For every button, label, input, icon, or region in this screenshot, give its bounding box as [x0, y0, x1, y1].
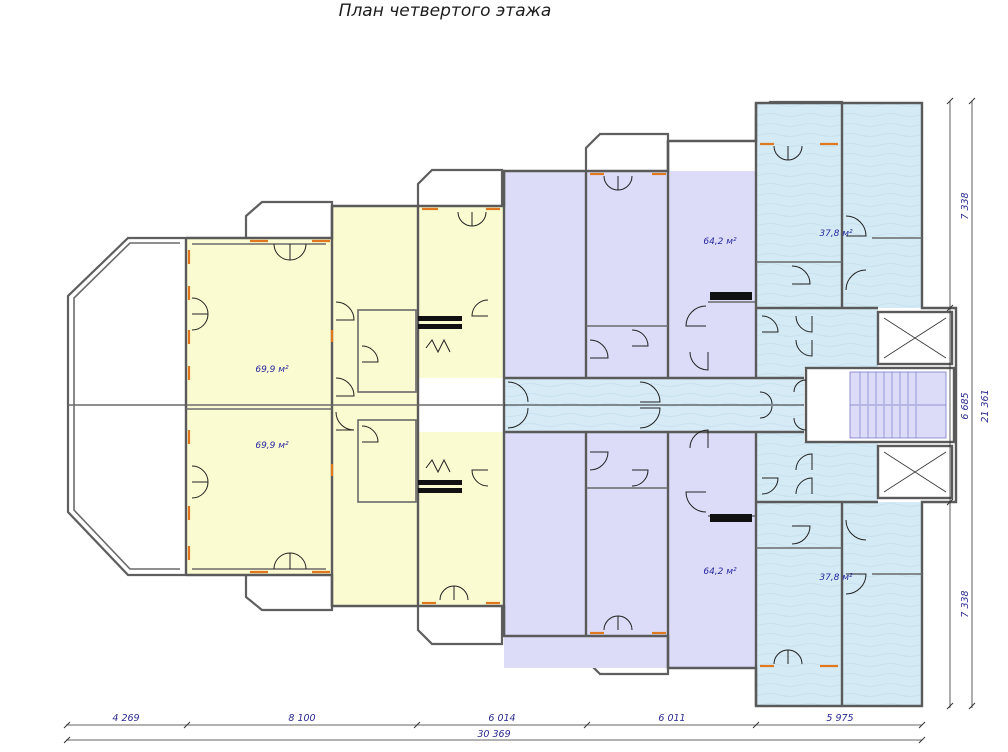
area-label: 64,2 м²	[703, 237, 737, 247]
dimension-total: 30 369	[477, 729, 510, 740]
area-label: 69,9 м²	[255, 441, 289, 451]
windows	[187, 142, 838, 668]
area-label: 37,8 м²	[819, 229, 853, 239]
area-label: 69,9 м²	[255, 365, 289, 375]
dimension-total: 21 361	[980, 389, 991, 422]
dimension-label: 6 014	[488, 713, 515, 724]
dimension-label: 6 685	[960, 392, 971, 419]
area-label: 37,8 м²	[819, 573, 853, 583]
dimension-label: 7 338	[960, 192, 971, 219]
stair-treads	[850, 372, 946, 438]
plan-title: План четвертого этажа	[339, 1, 552, 21]
walls	[184, 101, 958, 708]
dimension-label: 6 011	[658, 713, 685, 724]
area-labels: 69,9 м² 69,9 м² 64,2 м² 64,2 м² 37,8 м² …	[255, 229, 853, 583]
right-dimensions: 7 338 6 685 7 338 21 361	[946, 97, 991, 710]
bottom-dimensions: 4 269 8 100 6 014 6 011 5 975 30 369	[63, 713, 926, 744]
dimension-label: 7 338	[960, 590, 971, 617]
dimension-label: 4 269	[112, 713, 139, 724]
dimension-label: 8 100	[288, 713, 315, 724]
doors	[191, 145, 867, 665]
vent-blocks	[418, 292, 752, 522]
dimension-label: 5 975	[826, 713, 853, 724]
area-label: 64,2 м²	[703, 567, 737, 577]
